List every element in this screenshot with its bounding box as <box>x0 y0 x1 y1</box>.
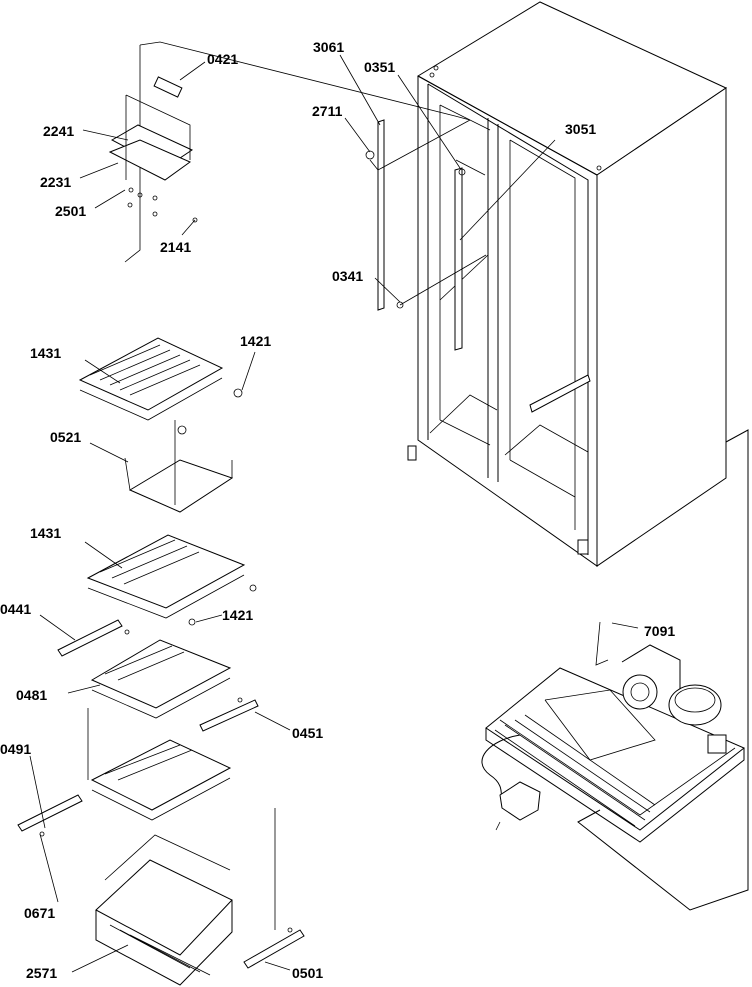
callout-0671: 0671 <box>24 905 55 921</box>
callout-0491: 0491 <box>0 741 31 757</box>
shelf-rail-right <box>199 697 259 732</box>
callout-0341: 0341 <box>332 268 363 284</box>
callout-2241: 2241 <box>43 123 74 139</box>
callout-7091: 7091 <box>644 623 675 639</box>
hinge-bracket-assembly <box>108 41 471 263</box>
wire-shelf-lower <box>90 639 232 719</box>
callout-2571: 2571 <box>26 965 57 981</box>
callout-0481: 0481 <box>16 687 47 703</box>
callout-2231: 2231 <box>40 174 71 190</box>
callout-1421-upper: 1421 <box>240 333 271 349</box>
callout-1421-lower: 1421 <box>222 607 253 623</box>
machine-compartment-assembly <box>481 621 745 843</box>
callout-2501: 2501 <box>55 203 86 219</box>
wire-shelf-middle <box>86 534 257 626</box>
door-strips <box>365 119 487 351</box>
shelf-rail-bottom <box>243 927 305 969</box>
wire-shelf-bottom <box>87 708 276 930</box>
callout-2141: 2141 <box>160 239 191 255</box>
group-bracket <box>577 429 749 911</box>
freezer-basket <box>95 834 233 986</box>
callout-2711: 2711 <box>312 103 343 119</box>
refrigerator-cabinet <box>407 1 728 567</box>
callout-0521: 0521 <box>50 429 81 445</box>
callout-1431-upper: 1431 <box>30 345 61 361</box>
callout-0451: 0451 <box>292 725 323 741</box>
callout-0501: 0501 <box>292 965 323 981</box>
callout-0351: 0351 <box>364 59 395 75</box>
shelf-rail-left-lower <box>17 794 83 837</box>
callout-labels: 0421 2241 2231 2501 2141 3061 2711 0351 … <box>0 39 675 981</box>
leader-lines <box>29 54 639 973</box>
callout-1431-lower: 1431 <box>30 525 61 541</box>
wire-shelf-upper <box>78 337 243 421</box>
wire-basket-small <box>124 420 234 513</box>
callout-0421: 0421 <box>207 51 238 67</box>
callout-0441: 0441 <box>0 601 31 617</box>
shelf-rail-left-upper <box>57 619 130 657</box>
callout-3051: 3051 <box>565 121 596 137</box>
callout-3061: 3061 <box>313 39 344 55</box>
